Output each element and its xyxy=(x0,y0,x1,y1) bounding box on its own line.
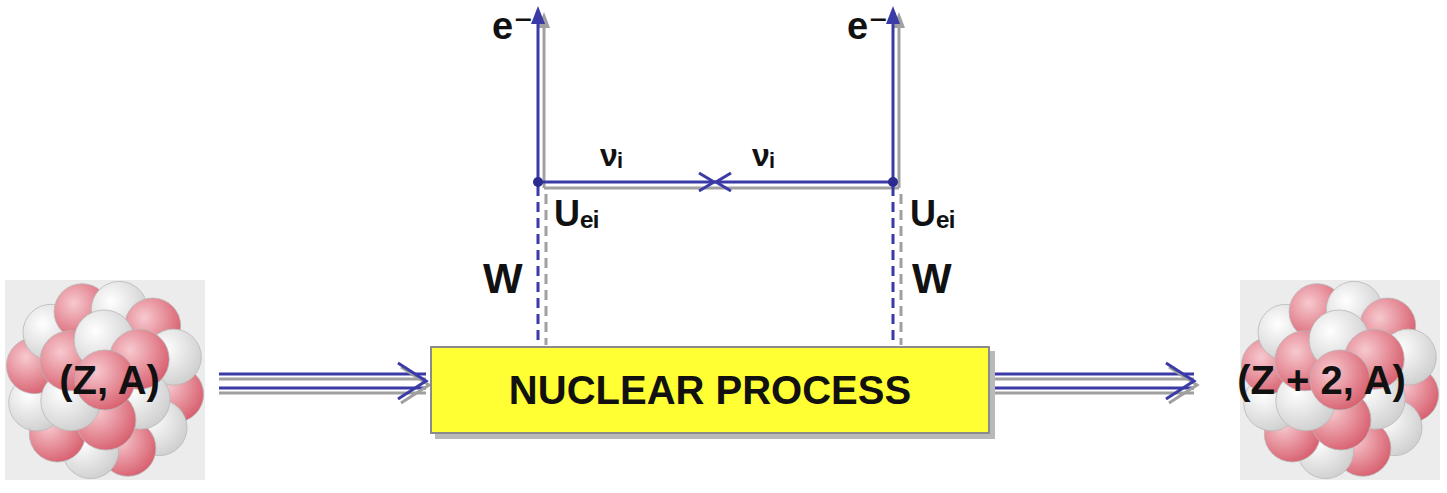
arrow-shadow xyxy=(992,378,1194,381)
process-title: NUCLEAR PROCESS xyxy=(509,368,911,413)
electron-line xyxy=(892,20,895,182)
w-boson-line xyxy=(892,186,895,345)
arrow-line xyxy=(992,373,1194,376)
text-holder: NUCLEAR PROCESS xyxy=(509,368,911,413)
process-box: NUCLEAR PROCESS xyxy=(430,346,990,434)
mixing-label: Uₑᵢ xyxy=(554,194,599,234)
line-shadow xyxy=(544,24,901,345)
nucleus-label: (Z + 2, A) xyxy=(1237,358,1406,403)
nucleus-backdrop xyxy=(5,280,205,480)
nucleus-node: (Z + 2, A) xyxy=(1198,275,1445,485)
arrow-line xyxy=(992,387,1194,390)
neutrino-arrowhead xyxy=(716,173,731,191)
arrow-shadow xyxy=(219,378,426,381)
neutrino-label: νᵢ xyxy=(600,138,622,173)
w-boson-line xyxy=(537,186,540,345)
arrow-shadow xyxy=(992,392,1194,395)
neutrino-arrowhead xyxy=(699,173,714,191)
transition-arrow xyxy=(992,363,1197,403)
arrowhead xyxy=(1166,363,1194,399)
arrow-line xyxy=(219,387,426,390)
transition-arrow xyxy=(219,363,429,403)
nucleus-label: (Z, A) xyxy=(59,358,160,403)
arrow-line xyxy=(219,373,426,376)
arrowhead xyxy=(398,363,426,399)
vertex-dot xyxy=(888,177,898,187)
boson-label: W xyxy=(912,256,952,302)
electron-label: e⁻ xyxy=(847,6,888,48)
vertex-dot xyxy=(533,177,543,187)
nucleus-node: (Z, A) xyxy=(2,275,217,485)
text-holder: (Z, A) xyxy=(59,358,160,403)
text-holder: (Z + 2, A) xyxy=(1237,358,1406,403)
boson-label: W xyxy=(483,256,523,302)
electron-label: e⁻ xyxy=(492,6,533,48)
electron-line xyxy=(537,20,540,182)
mixing-label: Uₑᵢ xyxy=(910,194,955,234)
arrow-shadow xyxy=(219,392,426,395)
neutrino-label: νᵢ xyxy=(752,138,774,173)
